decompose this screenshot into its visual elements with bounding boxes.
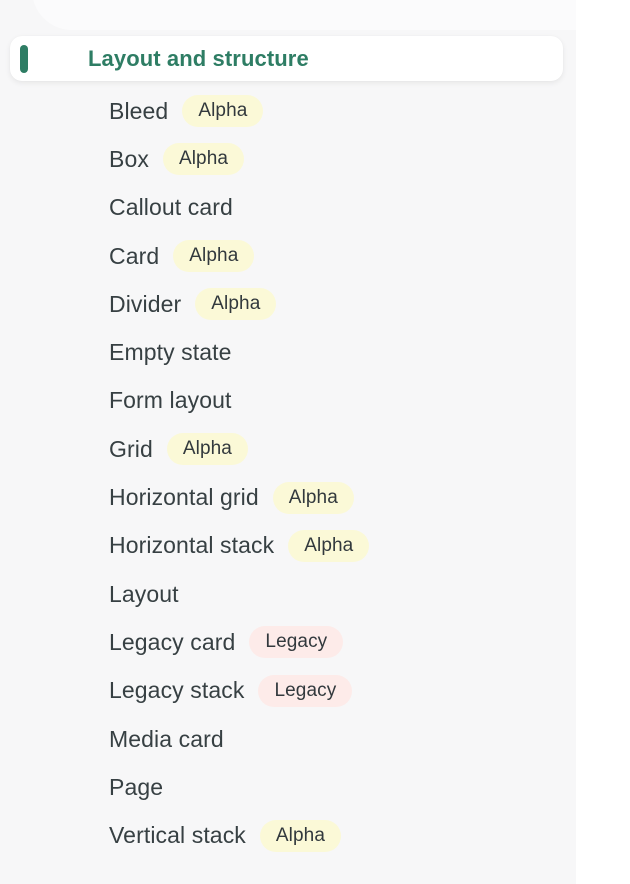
status-badge: Alpha bbox=[166, 433, 248, 466]
list-item-label: Legacy card bbox=[109, 628, 236, 655]
list-item[interactable]: Grid Alpha bbox=[0, 425, 576, 473]
list-item-label: Media card bbox=[109, 725, 224, 752]
list-item-label: Form layout bbox=[109, 387, 232, 414]
status-badge: Alpha bbox=[195, 288, 277, 321]
list-item[interactable]: Horizontal stack Alpha bbox=[0, 522, 576, 570]
list-item-label: Horizontal grid bbox=[109, 484, 259, 511]
sidebar-nav-list: Bleed Alpha Box Alpha Callout card Card … bbox=[0, 87, 576, 860]
list-item[interactable]: Legacy stack Legacy bbox=[0, 667, 576, 715]
list-item-label: Page bbox=[109, 773, 164, 800]
list-item[interactable]: Vertical stack Alpha bbox=[0, 811, 576, 859]
list-item[interactable]: Horizontal grid Alpha bbox=[0, 473, 576, 521]
list-item-label: Vertical stack bbox=[109, 822, 246, 849]
list-item[interactable]: Callout card bbox=[0, 184, 576, 232]
list-item-label: Card bbox=[109, 242, 160, 269]
list-item-label: Empty state bbox=[109, 339, 232, 366]
status-badge: Alpha bbox=[182, 95, 264, 128]
status-badge: Alpha bbox=[173, 240, 255, 273]
list-item-label: Divider bbox=[109, 290, 182, 317]
list-item[interactable]: Layout bbox=[0, 570, 576, 618]
status-badge: Alpha bbox=[162, 143, 245, 176]
status-badge: Legacy bbox=[258, 674, 353, 707]
top-scroll-fade bbox=[32, 0, 576, 30]
list-item[interactable]: Media card bbox=[0, 715, 576, 763]
status-badge: Alpha bbox=[259, 819, 342, 852]
list-item[interactable]: Divider Alpha bbox=[0, 280, 576, 328]
list-item-label: Horizontal stack bbox=[109, 532, 275, 559]
list-item[interactable]: Form layout bbox=[0, 377, 576, 425]
list-item-label: Bleed bbox=[109, 97, 169, 124]
list-item-label: Grid bbox=[109, 435, 153, 462]
status-badge: Legacy bbox=[249, 626, 344, 659]
list-item[interactable]: Legacy card Legacy bbox=[0, 618, 576, 666]
status-badge: Alpha bbox=[288, 529, 370, 562]
list-item[interactable]: Box Alpha bbox=[0, 135, 576, 183]
active-indicator-bar bbox=[20, 44, 28, 73]
list-item-label: Callout card bbox=[109, 194, 233, 221]
active-section-label: Layout and structure bbox=[88, 45, 309, 71]
list-item-label: Legacy stack bbox=[109, 677, 245, 704]
sidebar-nav: Layout and structure Bleed Alpha Box Alp… bbox=[0, 0, 576, 860]
list-item-label: Box bbox=[109, 145, 149, 172]
status-badge: Alpha bbox=[272, 481, 354, 514]
sidebar-section-layout-and-structure[interactable]: Layout and structure bbox=[10, 36, 563, 81]
list-item[interactable]: Bleed Alpha bbox=[0, 87, 576, 135]
list-item[interactable]: Empty state bbox=[0, 328, 576, 376]
list-item[interactable]: Page bbox=[0, 763, 576, 811]
list-item-label: Layout bbox=[109, 580, 179, 607]
list-item[interactable]: Card Alpha bbox=[0, 232, 576, 280]
